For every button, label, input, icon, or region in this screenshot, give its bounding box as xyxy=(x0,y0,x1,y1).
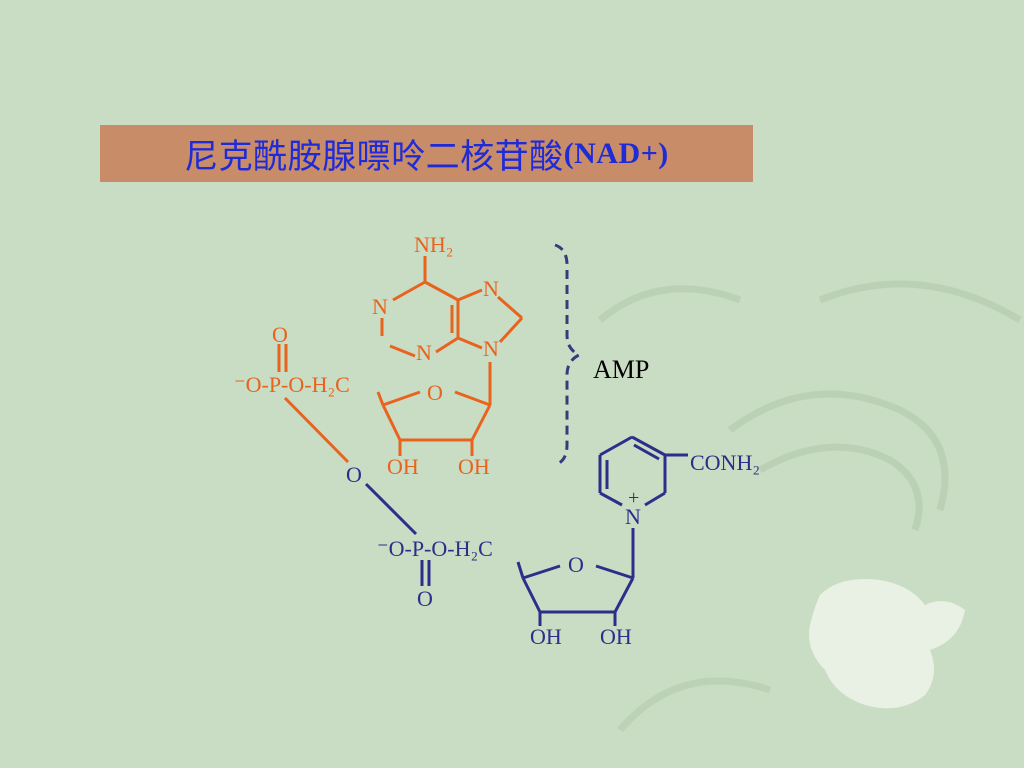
adenine-ring xyxy=(380,256,524,405)
bridge-o-label: O xyxy=(346,462,362,487)
ribose-bottom xyxy=(420,560,635,626)
amp-brace xyxy=(554,243,583,467)
ribose-top xyxy=(277,344,492,464)
phosphate-o-top: O xyxy=(272,322,288,347)
conh2-label: CONH₂ xyxy=(690,450,760,475)
title-abbrev: (NAD xyxy=(563,136,641,170)
amp-label: AMP xyxy=(593,355,649,384)
nh2-label: NH₂ xyxy=(414,232,453,257)
amp-labels: NH₂ N N N N O ⁻O-P-O-H₂C O OH OH xyxy=(234,232,499,479)
title-chinese: 尼克酰胺腺嘌呤二核苷酸 xyxy=(184,139,564,176)
n1-label: N xyxy=(372,294,388,319)
phosphate-top-label: ⁻O-P-O-H₂C xyxy=(234,372,350,397)
n3-label: N xyxy=(416,340,432,365)
nicotinamide-ring xyxy=(598,435,688,578)
ribose-bottom-ring-o: O xyxy=(568,552,584,577)
title-abbrev-close: ) xyxy=(658,136,669,170)
pyridinium-plus: + xyxy=(628,487,639,509)
n7-label: N xyxy=(483,276,499,301)
pyridinium-n: N xyxy=(625,504,641,529)
ribose-top-ring-o: O xyxy=(427,380,443,405)
nmn-labels: O + N CONH₂ ⁻O-P-O-H₂C O O OH OH xyxy=(346,450,760,649)
bridge-bond xyxy=(364,482,418,536)
title-banner: 尼克酰胺腺嘌呤二核苷酸(NAD+) xyxy=(100,125,753,182)
n9-label: N xyxy=(483,336,499,361)
phosphate-o-bottom: O xyxy=(417,586,433,611)
ribose-top-oh-left: OH xyxy=(387,454,419,479)
ribose-top-oh-right: OH xyxy=(458,454,490,479)
ribose-bottom-oh-right: OH xyxy=(600,624,632,649)
phosphate-bottom-label: ⁻O-P-O-H₂C xyxy=(377,536,493,561)
ribose-bottom-oh-left: OH xyxy=(530,624,562,649)
title-charge: + xyxy=(640,136,659,170)
